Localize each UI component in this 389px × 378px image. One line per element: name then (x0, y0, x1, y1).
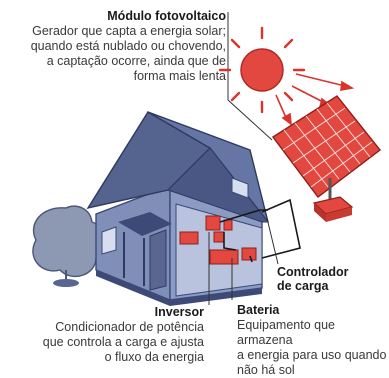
modulo-fotovoltaico-label: Módulo fotovoltaico Gerador que capta a … (10, 9, 226, 84)
controlador-title-line-1: Controlador (277, 265, 349, 279)
bateria-desc-line-3: não há sol (237, 363, 295, 377)
bateria-label: Bateria Equipamento que armazena a energ… (237, 303, 387, 378)
tree-icon (32, 205, 107, 287)
inversor-desc-line-3: o fluxo da energia (104, 350, 204, 364)
modulo-leader-line-2 (227, 99, 273, 141)
house-illustration (86, 111, 270, 306)
controlador-leader-line (265, 213, 279, 265)
bateria-desc-line-2: a energia para uso quando (237, 348, 387, 362)
modulo-desc-line-2: quando está nublado ou chovendo, (30, 39, 226, 53)
modulo-desc-line-3: a captação ocorre, ainda que de (46, 54, 226, 68)
panel-cable (261, 198, 301, 259)
modulo-desc-line-1: Gerador que capta a energia solar; (32, 24, 226, 38)
bateria-title: Bateria (237, 303, 280, 317)
controlador-title-line-2: de carga (277, 278, 329, 293)
inversor-desc-line-1: Condicionador de potência (55, 320, 204, 334)
sun-icon (218, 26, 306, 114)
solar-panel (271, 95, 381, 222)
modulo-title: Módulo fotovoltaico (107, 9, 226, 23)
inversor-label: Inversor Condicionador de potência que c… (24, 305, 204, 365)
solar-energy-diagram (32, 12, 381, 306)
inversor-desc-line-2: que controla a carga e ajusta (42, 335, 204, 349)
modulo-desc-line-4: forma mais lenta (133, 69, 226, 83)
bateria-desc-line-1: Equipamento que armazena (237, 318, 335, 347)
controlador-de-carga-label: Controlador de carga (277, 265, 377, 293)
inversor-title: Inversor (154, 305, 204, 319)
